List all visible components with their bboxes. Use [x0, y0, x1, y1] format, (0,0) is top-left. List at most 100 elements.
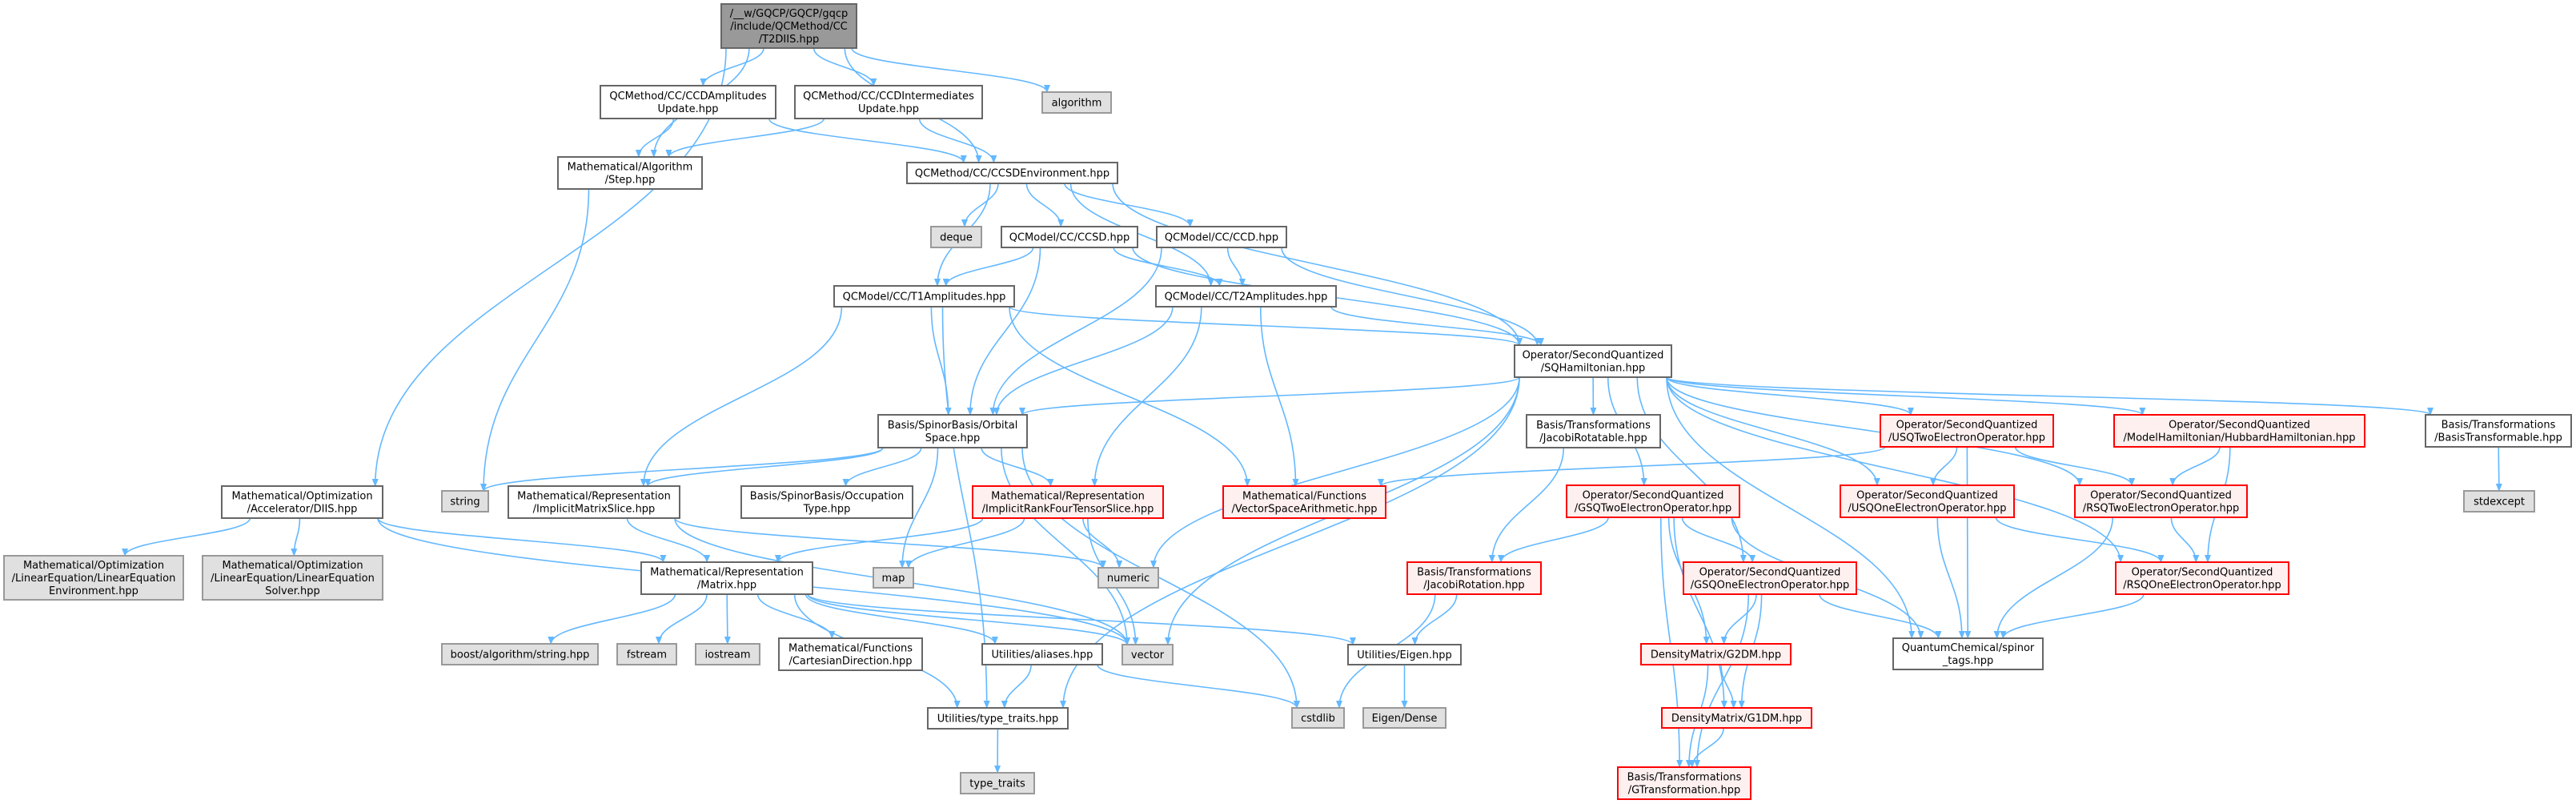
- node-irfts[interactable]: Mathematical/Representation/ImplicitRank…: [972, 485, 1164, 519]
- node-algorithm[interactable]: algorithm: [1041, 91, 1112, 114]
- node-typetraitshpp[interactable]: Utilities/type_traits.hpp: [927, 707, 1069, 730]
- node-label: /JacobiRotation.hpp: [1423, 580, 1524, 592]
- node-label: /LinearEquation/LinearEquation: [12, 573, 176, 585]
- node-label: /ModelHamiltonian/HubbardHamiltonian.hpp: [2124, 432, 2356, 444]
- edge-gsqone-to-g2dm: [1720, 593, 1757, 645]
- node-box: [1661, 707, 1812, 729]
- node-ccd[interactable]: QCModel/CC/CCD.hpp: [1156, 226, 1287, 248]
- node-root[interactable]: /__w/GQCP/GQCP/gqcp/include/QCMethod/CC/…: [720, 3, 857, 49]
- node-label: QCModel/CC/CCSD.hpp: [1009, 232, 1130, 244]
- node-vsa[interactable]: Mathematical/Functions/VectorSpaceArithm…: [1222, 485, 1386, 519]
- edge-orbital-to-string: [480, 447, 884, 492]
- node-string[interactable]: string: [441, 490, 489, 513]
- node-box: [1526, 414, 1661, 448]
- node-rsqtwo[interactable]: Operator/SecondQuantized/RSQTwoElectronO…: [2074, 484, 2248, 518]
- edge-sqh-to-hubbard: [1666, 376, 2146, 416]
- node-matrix[interactable]: Mathematical/Representation/Matrix.hpp: [640, 561, 813, 595]
- edge-orbital-to-irfts: [981, 447, 1054, 487]
- node-rsqone[interactable]: Operator/SecondQuantized/RSQOneElectronO…: [2115, 561, 2289, 595]
- node-les[interactable]: Mathematical/Optimization/LinearEquation…: [202, 555, 383, 601]
- edge-root-to-diis: [371, 47, 727, 487]
- node-diis[interactable]: Mathematical/Optimization/Accelerator/DI…: [221, 485, 383, 519]
- node-vector[interactable]: vector: [1121, 644, 1174, 665]
- node-label: string: [450, 496, 479, 509]
- node-label: /GTransformation.hpp: [1628, 785, 1740, 797]
- node-box: [794, 85, 983, 119]
- edge-sqh-to-basistransformable: [1666, 376, 2434, 416]
- node-g1dm[interactable]: DensityMatrix/G1DM.hpp: [1661, 707, 1812, 729]
- node-eigendense[interactable]: Eigen/Dense: [1362, 707, 1446, 729]
- node-hubbard[interactable]: Operator/SecondQuantized/ModelHamiltonia…: [2113, 414, 2365, 448]
- node-label: Mathematical/Representation: [650, 567, 804, 579]
- node-g2dm[interactable]: DensityMatrix/G2DM.hpp: [1640, 643, 1792, 665]
- edge-orbital-to-map: [899, 447, 939, 569]
- edge-t2-to-vsa: [1259, 306, 1299, 487]
- node-label: /T2DIIS.hpp: [759, 34, 819, 46]
- node-box: [1155, 285, 1337, 308]
- node-label: /VectorSpaceArithmetic.hpp: [1232, 504, 1378, 516]
- node-t2[interactable]: QCModel/CC/T2Amplitudes.hpp: [1155, 285, 1337, 308]
- node-t1[interactable]: QCModel/CC/T1Amplitudes.hpp: [833, 285, 1015, 308]
- node-usqtwo[interactable]: Operator/SecondQuantized/USQTwoElectronO…: [1880, 414, 2054, 448]
- edge-usqtwo-to-usqone: [1929, 446, 1958, 486]
- edge-ccdamp-to-step: [635, 118, 675, 158]
- edge-orbital-to-ims: [644, 447, 884, 487]
- node-aliases[interactable]: Utilities/aliases.hpp: [981, 643, 1103, 665]
- node-box: [600, 85, 776, 119]
- node-label: Space.hpp: [925, 432, 981, 444]
- node-box: [927, 707, 1069, 730]
- node-label: /BasisTransformable.hpp: [2434, 432, 2562, 444]
- node-map[interactable]: map: [873, 567, 914, 589]
- node-iostream[interactable]: iostream: [695, 643, 760, 665]
- node-jacobirot[interactable]: Basis/Transformations/JacobiRotation.hpp: [1406, 561, 1542, 595]
- node-deque[interactable]: deque: [930, 226, 982, 248]
- node-ccsdenv[interactable]: QCMethod/CC/CCSDEnvironment.hpp: [906, 162, 1118, 184]
- node-label: Update.hpp: [658, 103, 719, 115]
- node-label: QCMethod/CC/CCDIntermediates: [803, 90, 974, 103]
- node-label: QCModel/CC/T2Amplitudes.hpp: [1165, 291, 1328, 304]
- node-jacobirotatable[interactable]: Basis/Transformations/JacobiRotatable.hp…: [1526, 414, 1661, 448]
- node-cartesian[interactable]: Mathematical/Functions/CartesianDirectio…: [778, 637, 923, 671]
- node-numeric[interactable]: numeric: [1097, 567, 1159, 589]
- node-stdexcept[interactable]: stdexcept: [2463, 490, 2535, 513]
- node-box: [1640, 643, 1792, 665]
- node-gsqtwo[interactable]: Operator/SecondQuantized/GSQTwoElectronO…: [1566, 484, 1740, 518]
- node-gsqone[interactable]: Operator/SecondQuantized/GSQOneElectronO…: [1683, 561, 1857, 595]
- node-spinor[interactable]: QuantumChemical/spinor_tags.hpp: [1892, 637, 2044, 670]
- node-label: /USQOneElectronOperator.hpp: [1848, 503, 2006, 515]
- node-label: /RSQOneElectronOperator.hpp: [2123, 580, 2281, 592]
- node-eigen[interactable]: Utilities/Eigen.hpp: [1347, 644, 1462, 665]
- edge-matrix-to-eigen: [807, 593, 1356, 645]
- node-ims[interactable]: Mathematical/Representation/ImplicitMatr…: [508, 485, 680, 519]
- node-ccsd[interactable]: QCModel/CC/CCSD.hpp: [1001, 226, 1138, 248]
- edge-gsqtwo-to-gtrans: [1659, 517, 1683, 768]
- node-label: Operator/SecondQuantized: [1523, 350, 1664, 362]
- node-boost[interactable]: boost/algorithm/string.hpp: [441, 643, 599, 665]
- node-box: [1291, 707, 1345, 729]
- node-step[interactable]: Mathematical/Algorithm/Step.hpp: [557, 156, 703, 190]
- node-typetraits[interactable]: type_traits: [960, 772, 1035, 794]
- edge-jacobirot-to-eigen: [1411, 593, 1458, 645]
- edge-step-to-string: [480, 188, 590, 492]
- edge-ccsd-to-t2: [1113, 247, 1223, 287]
- node-sqh[interactable]: Operator/SecondQuantized/SQHamiltonian.h…: [1514, 344, 1672, 378]
- node-fstream[interactable]: fstream: [616, 643, 677, 665]
- edge-gsqone-to-spinor: [1819, 593, 1942, 639]
- node-basistransformable[interactable]: Basis/Transformations/BasisTransformable…: [2425, 414, 2572, 448]
- edge-root-to-algorithm: [851, 47, 1050, 93]
- edge-ims-to-numeric: [674, 517, 1106, 569]
- node-lee[interactable]: Mathematical/Optimization/LinearEquation…: [3, 555, 184, 601]
- node-usqone[interactable]: Operator/SecondQuantized/USQOneElectronO…: [1840, 484, 2015, 518]
- node-label: Mathematical/Optimization: [231, 491, 372, 503]
- node-label: numeric: [1107, 573, 1150, 585]
- node-box: [1683, 561, 1857, 595]
- node-cstdlib[interactable]: cstdlib: [1291, 707, 1345, 729]
- edge-t1-to-ims: [640, 306, 843, 487]
- edge-gsqone-to-gtrans: [1694, 593, 1750, 768]
- node-gtrans[interactable]: Basis/Transformations/GTransformation.hp…: [1617, 766, 1751, 800]
